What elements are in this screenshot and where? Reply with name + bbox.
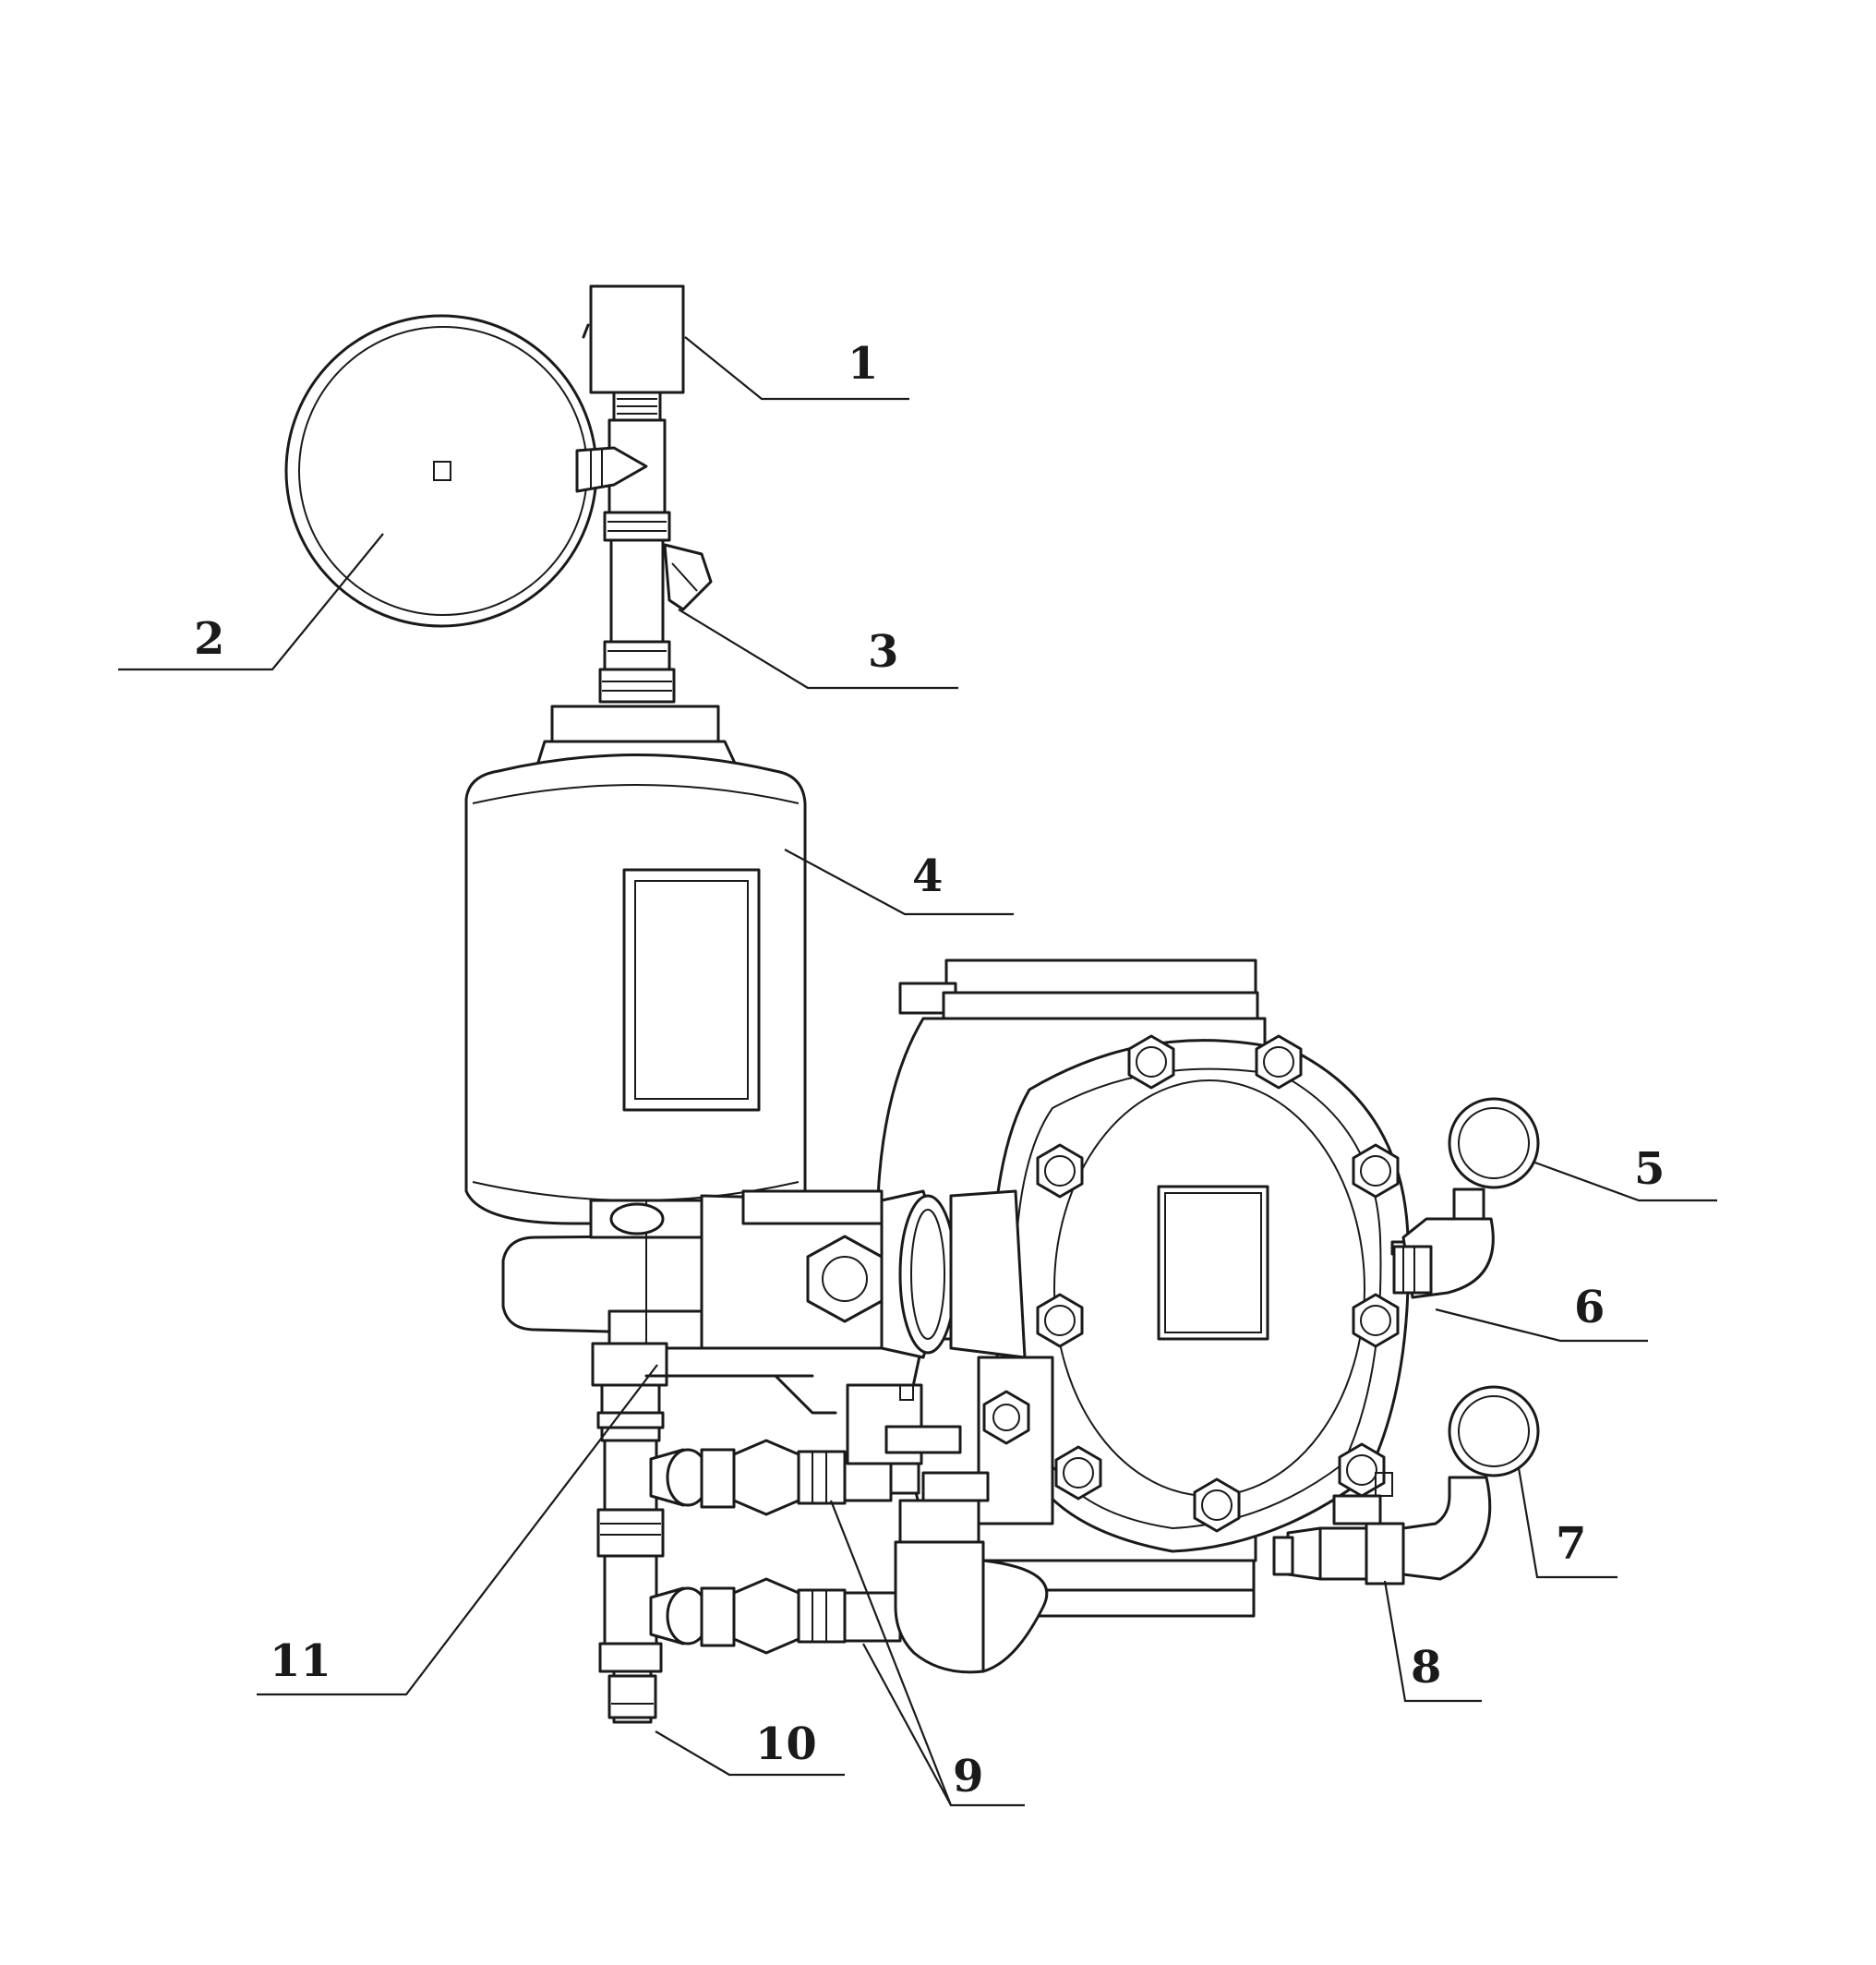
ball-valve [501,1189,1027,1359]
leader-lines [118,336,1717,1807]
callout-1: 1 [848,338,878,390]
callout-9: 9 [953,1751,983,1802]
callout-10: 10 [755,1718,817,1770]
callout-8: 8 [1411,1642,1441,1694]
upper-drain-fittings [649,1439,920,1516]
large-pressure-gauge [284,314,648,628]
right-gauge-upper [1390,1097,1540,1299]
drain-funnel [644,1374,1049,1674]
callout-11: 11 [270,1635,331,1687]
strainer [663,543,713,611]
callout-5: 5 [1634,1143,1665,1195]
callout-6: 6 [1574,1282,1605,1333]
left-drain-pipe [591,1342,668,1724]
right-gauge-lower [1272,1385,1540,1585]
callout-3: 3 [868,626,898,678]
pressure-switch [582,284,685,422]
callout-2: 2 [194,613,224,665]
callout-4: 4 [912,850,943,902]
lower-drain-fittings [649,1577,920,1655]
callout-labels: 1 2 3 4 5 6 7 8 9 10 11 [194,338,1665,1802]
top-pipe [598,418,676,704]
callout-7: 7 [1556,1518,1586,1570]
accelerator-chamber [464,705,807,1225]
trim-bracket [846,1356,1054,1525]
